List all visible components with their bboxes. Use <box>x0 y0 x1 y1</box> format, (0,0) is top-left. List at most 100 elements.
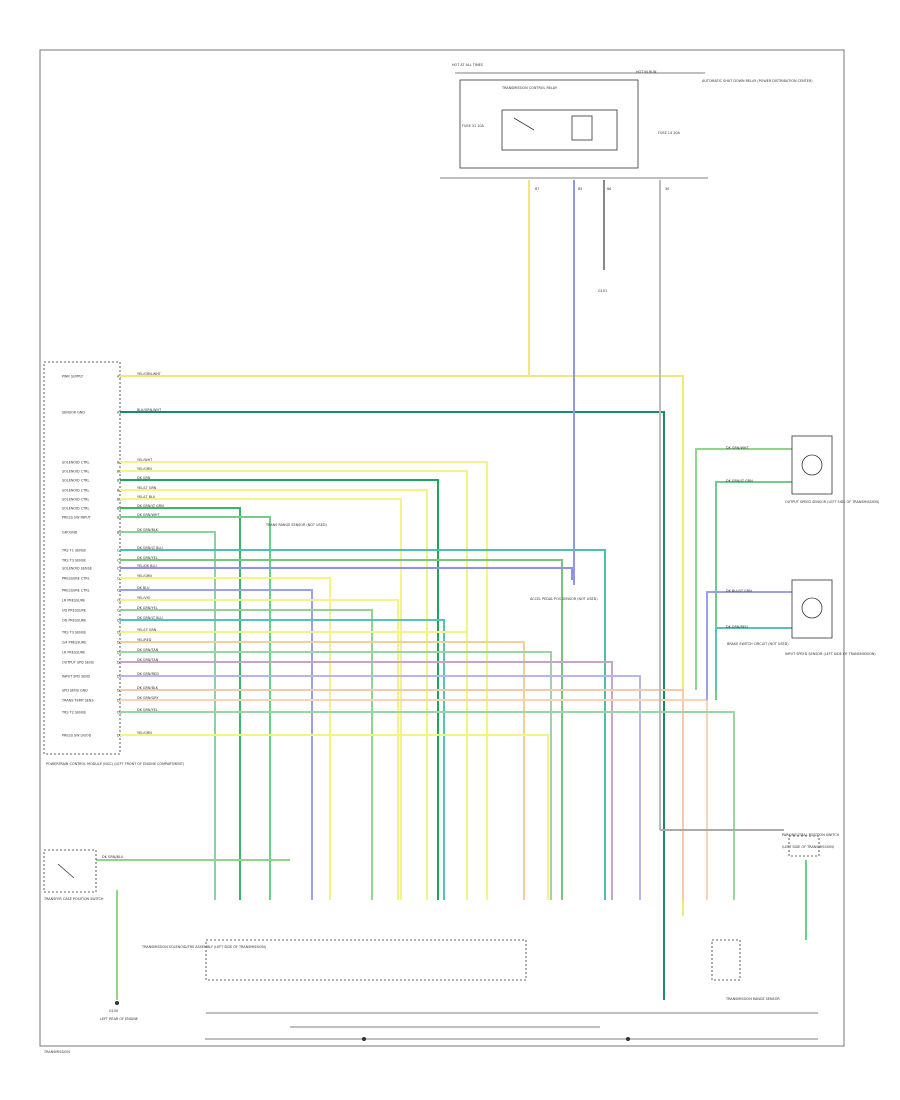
pcm-pin-label: SENSOR GND <box>62 411 85 415</box>
pcm-pin-number: D2 <box>117 641 122 645</box>
pcm-wire-color: YEL/GRN <box>137 467 152 471</box>
pcm-pin-label: TRS T3 SENSE <box>61 559 86 563</box>
pcm-pin-number: C1 <box>117 549 122 553</box>
park-switch-box <box>788 835 820 857</box>
pcm-wire-color: DK GRN/WHT <box>137 513 160 517</box>
transfer-case-switch: TRANSFER CASE POSITION SWITCH DK GRN/BLU <box>43 849 124 901</box>
wire-c2 <box>120 559 563 900</box>
output-speed-sensor: OUTPUT SPEED SENSOR (LEFT SIDE OF TRANSM… <box>726 435 880 504</box>
wire-d1 <box>120 631 468 900</box>
pcm-pin-number: C2 <box>117 559 122 563</box>
pcm-wire-color: YEL/LT BLU <box>137 495 156 499</box>
wire-b5 <box>120 498 402 900</box>
pcm-pin-label: OD PRESSURE <box>62 619 86 623</box>
relay-pin-86: 86 <box>607 187 611 191</box>
fuse-b-label: FUSE 14 20A <box>658 131 681 135</box>
transfer-switch-blade <box>57 863 75 879</box>
wire-c8 <box>120 619 445 900</box>
relay-section: HOT AT ALL TIMES HOT IN RUN AUTOMATIC SH… <box>440 63 813 293</box>
pcm-wire-color: DK GRN/TAN <box>137 658 159 662</box>
pcm-wire-color: BLK/GRN-WHT <box>137 408 162 412</box>
pcm-pin-label: PWR SUPPLY <box>62 375 84 379</box>
pcm-pin-label: OUTPUT SPD SENS <box>62 661 94 665</box>
wire-d4 <box>120 661 613 900</box>
pcm-wire-color: DK GRN/LT GRN <box>137 504 164 508</box>
wire-c4 <box>120 577 331 900</box>
pcm-pin-label: LR PRESSURE <box>62 599 85 603</box>
pcm-pin-label: SOLENOID CTRL <box>62 489 90 493</box>
transfer-switch-title: TRANSFER CASE POSITION SWITCH <box>43 897 104 901</box>
pcm-pin-number: D5 <box>117 675 122 679</box>
output-wire-a: DK GRN/WHT <box>726 446 749 450</box>
output-speed-label: OUTPUT SPEED SENSOR (LEFT SIDE OF TRANSM… <box>785 500 880 504</box>
wire-d8 <box>120 711 735 900</box>
relay-pin-30: 30 <box>665 187 669 191</box>
pcm-pin-label: TRANS TEMP SENS <box>61 699 94 703</box>
wire-c5 <box>120 589 313 900</box>
pcm-wire-color: YEL/WHT <box>137 458 153 462</box>
trans-solenoid-assembly: TRANSMISSION SOLENOID/TRS ASSEMBLY (LEFT… <box>141 939 818 1041</box>
park-switch: PARK/NEUTRAL POSITION SWITCH (LEFT SIDE … <box>782 833 840 857</box>
pcm-pin-number: D3 <box>117 651 122 655</box>
ground-label: G100 <box>109 1009 118 1013</box>
relay-winding <box>571 115 593 141</box>
pcm-wire-color: DK GRN/LT BLU <box>137 616 163 620</box>
wire-b8 <box>120 531 216 900</box>
wire-b3 <box>120 479 439 900</box>
wire-a2 <box>120 411 665 1000</box>
relay-title: TRANSMISSION CONTROL RELAY <box>501 86 558 90</box>
pcm-pin-number: B3 <box>117 479 121 483</box>
pcm-pin-label: TRS T3 SENSE <box>61 631 86 635</box>
pcm-pin-label: PRESSURE CTRL <box>62 589 90 593</box>
pcm-wire-color: DK GRN/TAN <box>137 648 159 652</box>
pcm-pin-label: TRS T2 SENSE <box>61 711 86 715</box>
trs-box <box>711 939 741 981</box>
solenoid-title: TRANSMISSION SOLENOID/TRS ASSEMBLY (LEFT… <box>141 945 267 949</box>
park-switch-note: (LEFT SIDE OF TRANSMISSION) <box>782 845 835 849</box>
pcm-pin-number: D7 <box>117 699 122 703</box>
pcm-pin-label: TRS T1 SENSE <box>61 549 86 553</box>
pcm-pin-number: B8 <box>117 531 121 535</box>
pcm-pin-number: B7 <box>117 516 121 520</box>
pcm-pin-label: 2/4 PRESSURE <box>62 641 86 645</box>
ground-text: LEFT REAR OF ENGINE <box>100 1017 138 1021</box>
relay-ground-label: G101 <box>598 289 607 293</box>
pcm-wire-color: YEL/RED <box>137 638 152 642</box>
pcm-pin-number: B6 <box>117 507 121 511</box>
sensor-wire-1 <box>695 448 792 690</box>
pcm-pin-number: A1 <box>117 375 121 379</box>
ground-dot <box>115 1001 119 1005</box>
pcm-wire-color: DK GRN/YEL <box>137 708 158 712</box>
relay-box <box>459 79 639 169</box>
pcm-pin-label: SPD SENS GND <box>62 689 88 693</box>
pcm-outline <box>43 361 121 755</box>
solenoid-box <box>205 939 527 981</box>
pcm-pin-number: C6 <box>117 599 122 603</box>
pcm-pin-label: SOLENOID CTRL <box>62 498 90 502</box>
pcm-title: POWERTRAIN CONTROL MODULE (NGC) (LEFT FR… <box>46 762 185 766</box>
relay-pin-87: 87 <box>535 187 539 191</box>
pcm-pin-number: B2 <box>117 470 121 474</box>
trs-note: TRANS RANGE SENSOR (NOT USED) <box>265 523 327 527</box>
park-switch-title: PARK/NEUTRAL POSITION SWITCH <box>782 833 840 837</box>
output-speed-body <box>791 435 833 495</box>
relay-coil <box>501 109 618 151</box>
pcm-wire-color: DK GRN/LT BLU <box>137 546 163 550</box>
pcm-wire-color: DK GRN <box>137 476 151 480</box>
wire-d9 <box>120 734 549 900</box>
relay-switch <box>513 117 535 131</box>
pcm-pin-number: D9 <box>117 734 122 738</box>
footer-label: TRANSMISSION <box>43 1050 70 1054</box>
pcm-pin-label: INPUT SPD SENS <box>62 675 90 679</box>
input-speed-sensor: INPUT SPEED SENSOR (LEFT SIDE OF TRANSMI… <box>726 579 876 656</box>
wire-b1 <box>120 461 488 900</box>
wire-c7 <box>120 609 373 900</box>
wire-b7 <box>120 516 271 900</box>
wire-d2 <box>120 641 525 900</box>
input-speed-label: INPUT SPEED SENSOR (LEFT SIDE OF TRANSMI… <box>785 652 876 656</box>
pcm-wire-color: DK BLU <box>137 586 150 590</box>
pcm-pin-label: LR PRESSURE <box>62 651 85 655</box>
pcm-pin-number: B1 <box>117 461 121 465</box>
pcm-pin-label: UD PRESSURE <box>62 609 86 613</box>
fuse-left-label: HOT AT ALL TIMES <box>452 63 483 67</box>
